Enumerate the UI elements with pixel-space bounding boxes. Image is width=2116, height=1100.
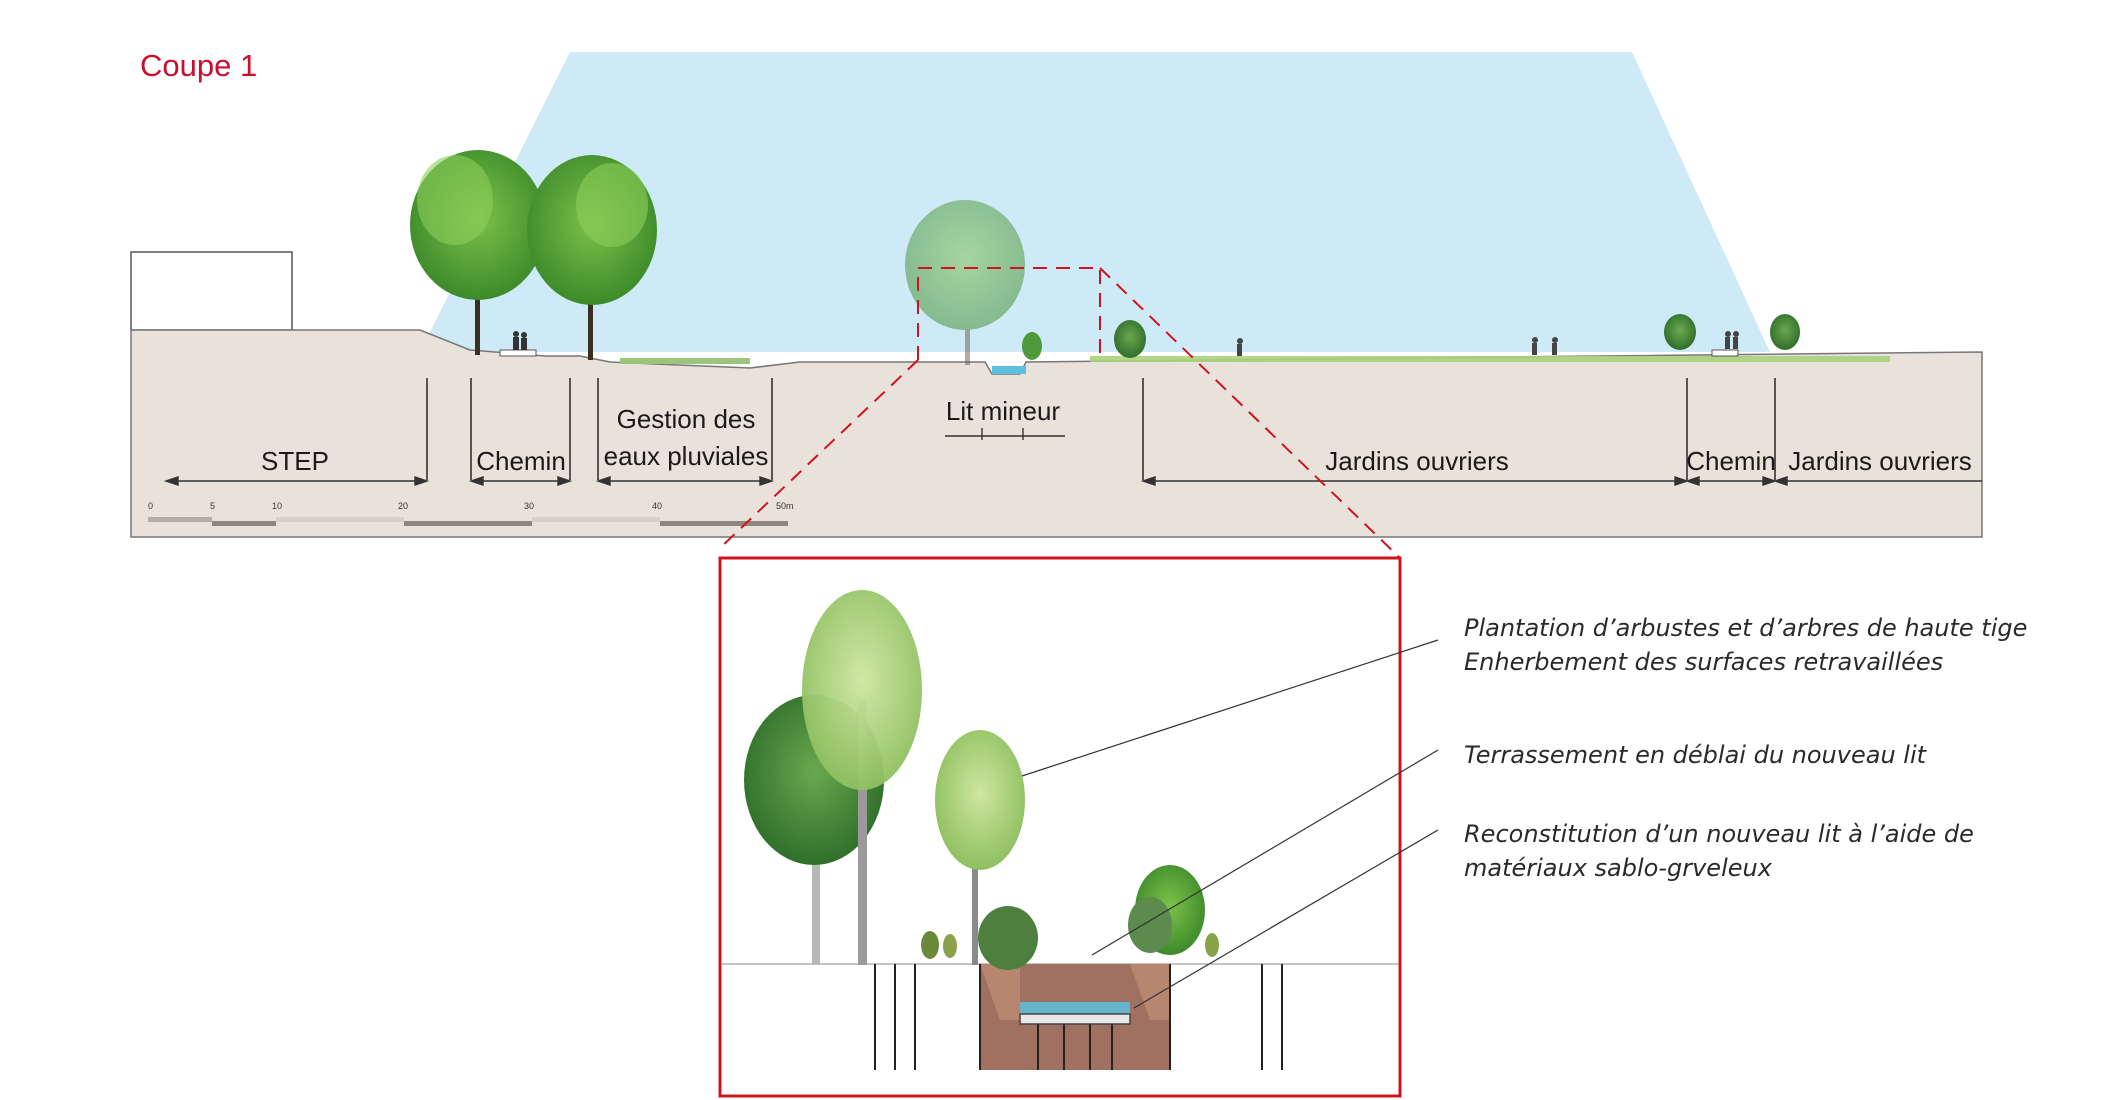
label-jardins-main: Jardins ouvriers [1325,446,1509,476]
annotation-earthworks: Terrassement en déblai du nouveau lit [1464,741,1928,769]
shrub [1205,933,1219,957]
annotation-riverbed-line1: Reconstitution d’un nouveau lit à l’aide… [1464,820,1974,848]
pedestrian-figures [513,331,527,350]
tree [410,150,546,355]
label-chemin-right: Chemin [1686,446,1776,476]
shrub [921,931,939,959]
shrub [1022,332,1042,360]
shrub [1114,320,1146,358]
label-lit-mineur: Lit mineur [946,396,1060,426]
annotation-riverbed-line2: matériaux sablo-grveleux [1464,854,1773,882]
scale-bar: 0 5 10 20 30 40 50m [148,501,794,526]
shrub [943,934,957,958]
grass-strip [620,358,750,364]
label-gestion-line2: eaux pluviales [604,441,769,471]
annotation-planting-line2: Enherbement des surfaces retravaillées [1464,648,1943,676]
shrub [1128,897,1172,953]
sky-background [420,52,1770,352]
dimension-arrows [163,428,1982,486]
grass-strip [1090,356,1890,362]
section-title: Coupe 1 [140,48,258,83]
annotation-planting-line1: Plantation d’arbustes et d’arbres de hau… [1464,614,2027,642]
label-gestion-line1: Gestion des [617,404,756,434]
shrub [1664,314,1696,350]
tree [802,590,922,790]
pedestrian-figures [1237,331,1739,356]
tree [527,155,657,360]
scale-tick: 0 [148,501,153,511]
water-channel-small [992,366,1026,374]
label-step: STEP [261,446,329,476]
label-chemin-left: Chemin [476,446,566,476]
tree [905,200,1025,365]
scale-tick: 20 [398,501,408,511]
detail-section [722,590,1439,1070]
zoom-indicator [719,267,1401,559]
zone-separators [426,378,1776,480]
bench [499,349,537,357]
tree [935,730,1025,870]
scale-tick: 10 [272,501,282,511]
scale-tick: 40 [652,501,662,511]
shrub [978,906,1038,970]
bench [1711,349,1739,357]
label-jardins-right: Jardins ouvriers [1788,446,1972,476]
scale-tick: 30 [524,501,534,511]
scale-tick: 5 [210,501,215,511]
scale-tick: 50m [776,501,794,511]
shrub [1770,314,1800,350]
building-block [130,251,293,331]
